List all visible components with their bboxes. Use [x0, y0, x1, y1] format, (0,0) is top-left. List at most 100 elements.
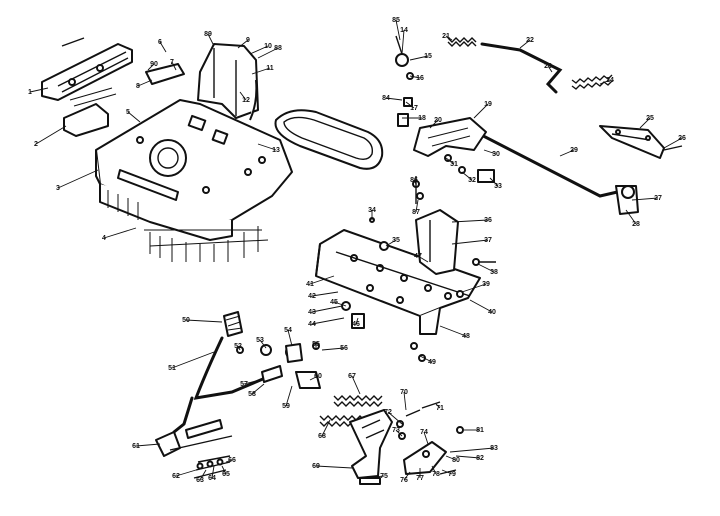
callout-number: 19 [484, 101, 492, 108]
leader-line [395, 19, 401, 41]
callout-number: 13 [272, 147, 280, 154]
callout-number: 31 [450, 161, 458, 168]
callout-number: 84 [382, 95, 390, 102]
leader-line [455, 455, 481, 459]
spring-right [571, 74, 613, 90]
callout-number: 71 [436, 405, 444, 412]
leader-line [461, 283, 487, 293]
callout-number: 47 [414, 253, 422, 260]
leader-line [311, 305, 343, 313]
callout-number: 66 [228, 457, 236, 464]
callout-number: 87 [412, 209, 420, 216]
callout-number: 2 [34, 141, 38, 148]
leader-line [103, 227, 137, 239]
leader-line [403, 391, 407, 411]
callout-number: 57 [240, 381, 248, 388]
hood-bracket [41, 37, 133, 101]
leader-line [519, 39, 531, 49]
leader-line [199, 469, 207, 481]
leader-line [409, 75, 421, 79]
leader-line [171, 351, 215, 369]
leader-line [451, 239, 489, 245]
callout-number: 27 [654, 195, 662, 202]
callout-number: 51 [168, 365, 176, 372]
callout-number: 43 [308, 309, 316, 316]
leader-line [257, 47, 279, 59]
callout-number: 12 [242, 97, 250, 104]
steering-column [395, 35, 414, 127]
callout-labels: 1234567891011121314151617181920212223242… [28, 17, 686, 484]
callout-number: 9 [246, 37, 250, 44]
callout-number: 85 [392, 17, 400, 24]
leader-line [237, 345, 241, 351]
leader-line [311, 291, 339, 297]
leader-line [309, 375, 319, 381]
leader-line [239, 91, 247, 101]
callout-number: 61 [132, 443, 140, 450]
leader-line [547, 65, 553, 73]
leader-line [311, 317, 345, 325]
leader-line [413, 179, 417, 185]
leader-line [451, 219, 489, 223]
callout-number: 54 [284, 327, 292, 334]
callout-number: 79 [448, 471, 456, 478]
drive-belt [274, 109, 384, 170]
leader-line [207, 33, 215, 47]
callout-number: 32 [468, 177, 476, 184]
callout-number: 89 [204, 31, 212, 38]
leader-line [483, 149, 497, 155]
callout-number: 18 [418, 115, 426, 122]
leader-line [417, 255, 429, 263]
leader-line [315, 465, 353, 469]
callout-number: 4 [102, 235, 106, 242]
leader-line [147, 63, 155, 71]
callout-number: 73 [392, 427, 400, 434]
leader-line [387, 411, 403, 425]
leader-line [449, 447, 495, 453]
callout-number: 82 [476, 455, 484, 462]
lever-assembly [413, 117, 495, 183]
callout-number: 7 [170, 59, 174, 66]
leader-line [445, 455, 457, 461]
leader-line [221, 465, 227, 475]
leader-line [477, 263, 495, 273]
callout-number: 33 [494, 183, 502, 190]
leader-line [419, 355, 433, 363]
callout-number: 78 [432, 471, 440, 478]
callout-number: 72 [384, 409, 392, 416]
leader-line [57, 169, 99, 189]
leader-line [159, 41, 167, 53]
callout-number: 69 [312, 463, 320, 470]
leader-line [355, 317, 359, 325]
callout-number: 46 [352, 321, 360, 328]
leader-line [415, 199, 419, 213]
clutch-pedal [349, 409, 393, 485]
leader-line [631, 197, 659, 201]
callout-number: 42 [308, 293, 316, 300]
hardware-group [341, 258, 496, 362]
frame-rail [315, 229, 481, 335]
callout-number: 60 [314, 373, 322, 380]
callout-number: 62 [172, 473, 180, 480]
leader-line [185, 319, 223, 323]
leader-line [175, 469, 197, 477]
leader-line [431, 465, 437, 475]
small-plate [145, 63, 185, 85]
leader-line [135, 443, 161, 447]
brake-pedal-lever [155, 336, 272, 457]
leader-line [385, 239, 397, 247]
callout-number: 5 [126, 109, 130, 116]
pedal-pad [396, 401, 464, 475]
spring-top [447, 37, 477, 47]
callout-number: 26 [678, 135, 686, 142]
leader-line [423, 431, 429, 445]
leader-line [461, 171, 473, 181]
leader-line [321, 419, 331, 437]
leader-line [35, 125, 67, 145]
callout-number: 8 [136, 83, 140, 90]
callout-number: 77 [416, 475, 424, 482]
leader-line [259, 339, 267, 349]
callout-number: 64 [208, 475, 216, 482]
callout-number: 55 [312, 341, 320, 348]
callout-number: 58 [248, 391, 256, 398]
